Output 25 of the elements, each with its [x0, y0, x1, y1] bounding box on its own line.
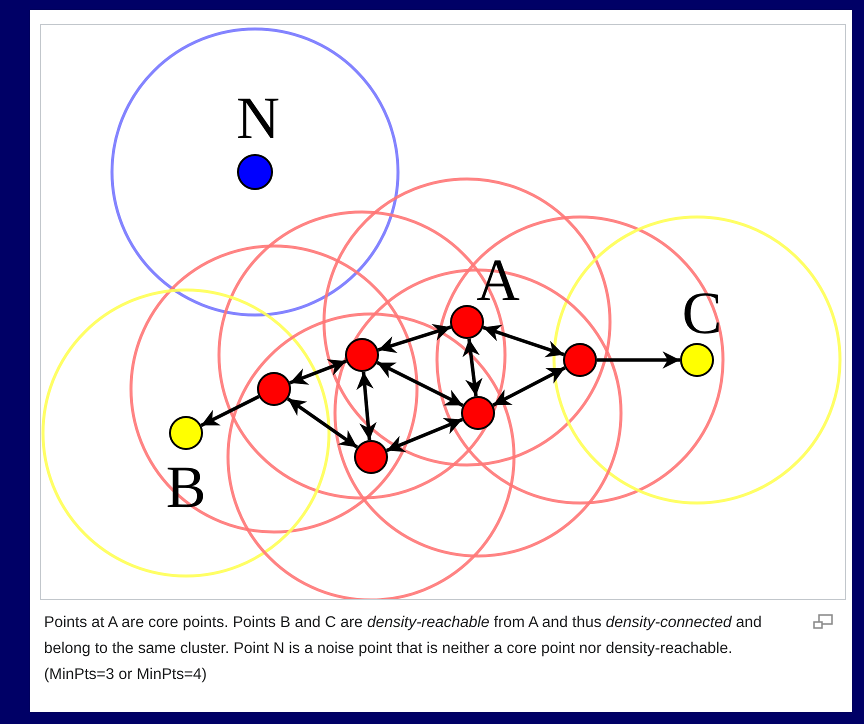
data-point	[450, 305, 484, 339]
point-label: C	[682, 283, 722, 343]
arrow	[492, 366, 566, 407]
point-label: N	[236, 88, 280, 148]
data-point	[169, 416, 203, 450]
point-label: B	[166, 457, 206, 517]
arrow	[482, 324, 564, 358]
arrow	[462, 338, 483, 396]
arrow	[597, 351, 680, 369]
arrow	[376, 361, 464, 407]
arrow	[386, 418, 463, 452]
arrow	[286, 397, 358, 449]
data-point	[257, 372, 291, 406]
arrow	[378, 324, 452, 353]
arrow	[200, 395, 260, 427]
data-point	[461, 396, 495, 430]
data-point	[237, 154, 273, 190]
point-label: A	[476, 250, 520, 310]
arrow	[356, 372, 377, 440]
data-point	[680, 343, 714, 377]
data-point	[345, 338, 379, 372]
caption: Points at A are core points. Points B and C are density-reachable from A and thus density-connected and belong to the same cluster. Point N is a noise point that is neither a core point nor density-reachable. (MinPts=3 or MinPts=4)	[44, 613, 763, 685]
arrow	[289, 359, 347, 385]
data-point	[563, 343, 597, 377]
data-point	[354, 440, 388, 474]
